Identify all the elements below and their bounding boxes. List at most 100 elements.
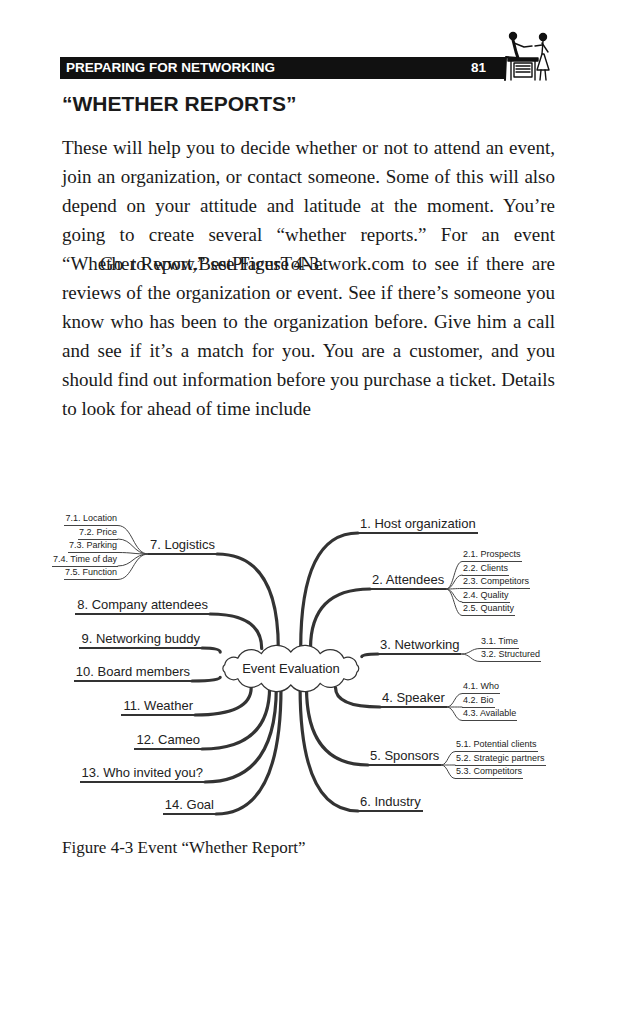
node-text: 9. Networking buddy: [81, 631, 200, 646]
node-text: 2.3. Competitors: [463, 576, 529, 587]
node-text: 7. Logistics: [150, 537, 215, 552]
branch-label: 14. Goal: [163, 797, 216, 815]
branch-line: [336, 688, 381, 708]
branch-line: [446, 589, 462, 616]
sub-branch-label: 2.1. Prospects: [462, 549, 522, 562]
branch-label: 3. Networking: [378, 637, 461, 655]
node-text: 3.1. Time: [481, 636, 518, 647]
sub-branch-label: 7.1. Location: [64, 513, 118, 526]
node-text: 7.5. Function: [65, 567, 117, 578]
node-text: 4.1. Who: [463, 681, 499, 692]
node-text: 10. Board members: [76, 664, 190, 679]
node-text: 14. Goal: [165, 797, 214, 812]
sub-branch-label: 3.1. Time: [480, 636, 519, 649]
cloud-shape: [223, 645, 359, 691]
branch-label: 8. Company attendees: [75, 597, 210, 615]
branch-line: [311, 589, 371, 649]
branch-line: [362, 654, 378, 657]
node-text: 1. Host organization: [360, 516, 476, 531]
branch-line: [202, 648, 220, 652]
branch-line: [441, 765, 455, 779]
node-text: 12. Cameo: [136, 732, 200, 747]
page-number: 81: [471, 60, 486, 76]
node-text: 7.1. Location: [65, 513, 117, 524]
branch-label: 2. Attendees: [370, 572, 446, 590]
running-head: PREPARING FOR NETWORKING: [66, 60, 275, 76]
branch-label: 13. Who invited you?: [80, 765, 205, 783]
sub-branch-label: 2.5. Quantity: [462, 603, 515, 616]
branch-line: [118, 553, 148, 555]
node-text: 2.4. Quality: [463, 590, 509, 601]
body-paragraph: Go to www.BestPlacesToNetwork.com to see…: [62, 249, 555, 423]
node-text: 3.2. Structured: [481, 649, 540, 660]
node-text: 11. Weather: [123, 698, 193, 713]
branch-line: [217, 554, 278, 649]
sub-branch-label: 5.2. Strategic partners: [455, 753, 546, 766]
branch-line: [447, 694, 462, 708]
branch-label: 4. Speaker: [380, 690, 447, 708]
sub-branch-label: 4.2. Bio: [462, 695, 495, 708]
branch-line: [118, 539, 148, 554]
branch-line: [462, 654, 481, 662]
node-text: 7.3. Parking: [69, 540, 117, 551]
branch-line: [210, 614, 262, 649]
branch-line: [192, 677, 220, 681]
node-text: 4. Speaker: [382, 690, 445, 705]
handshake-icon: [502, 30, 558, 82]
branch-label: 11. Weather: [121, 698, 195, 716]
node-text: 4.2. Bio: [463, 695, 494, 706]
branch-line: [447, 707, 462, 721]
branch-line: [441, 752, 455, 766]
branch-line: [216, 688, 281, 815]
branch-line: [307, 688, 369, 766]
sub-branch-label: 7.4. Time of day: [52, 554, 118, 567]
node-text: 3. Networking: [380, 637, 459, 652]
branch-label: 6. Industry: [358, 794, 423, 812]
branch-label: 5. Sponsors: [368, 748, 441, 766]
section-title: “WHETHER REPORTS”: [62, 92, 297, 116]
sub-branch-label: 7.3. Parking: [68, 540, 118, 553]
sub-branch-label: 2.3. Competitors: [462, 576, 530, 589]
sub-branch-label: 2.4. Quality: [462, 590, 510, 603]
node-text: 2.1. Prospects: [463, 549, 521, 560]
sub-branch-label: 7.5. Function: [64, 567, 118, 580]
branch-line: [195, 688, 251, 716]
node-text: 2.5. Quantity: [463, 603, 514, 614]
node-text: Event Evaluation: [242, 661, 340, 676]
branch-line: [300, 688, 358, 812]
branch-label: 1. Host organization: [358, 516, 478, 534]
node-text: 5.1. Potential clients: [456, 739, 537, 750]
sub-branch-label: 7.2. Price: [78, 527, 118, 540]
branch-line: [118, 554, 148, 566]
node-text: 6. Industry: [360, 794, 421, 809]
branch-label: 10. Board members: [74, 664, 192, 682]
branch-line: [118, 526, 148, 555]
branch-label: 12. Cameo: [134, 732, 202, 750]
node-text: 5.2. Strategic partners: [456, 753, 545, 764]
branch-line: [118, 554, 148, 580]
node-text: 2.2. Clients: [463, 563, 508, 574]
node-text: 5.3. Competitors: [456, 766, 522, 777]
sub-branch-label: 4.3. Available: [462, 708, 517, 721]
node-text: 4.3. Available: [463, 708, 516, 719]
node-text: 8. Company attendees: [77, 597, 208, 612]
branch-label: 9. Networking buddy: [79, 631, 202, 649]
branch-line: [446, 589, 462, 602]
sub-branch-label: 3.2. Structured: [480, 649, 541, 662]
branch-line: [202, 688, 270, 750]
branch-line: [446, 562, 462, 590]
node-text: 5. Sponsors: [370, 748, 439, 763]
branch-label: 7. Logistics: [148, 537, 217, 555]
sub-branch-label: 5.1. Potential clients: [455, 739, 538, 752]
center-cloud: Event Evaluation: [220, 649, 362, 688]
branch-line: [462, 649, 481, 655]
sub-branch-label: 5.3. Competitors: [455, 766, 523, 779]
node-text: 7.2. Price: [79, 527, 117, 538]
sub-branch-label: 2.2. Clients: [462, 563, 509, 576]
sub-branch-label: 4.1. Who: [462, 681, 500, 694]
figure-caption: Figure 4-3 Event “Whether Report”: [62, 838, 306, 858]
node-text: 13. Who invited you?: [82, 765, 203, 780]
branch-line: [205, 688, 276, 783]
node-text: 2. Attendees: [372, 572, 444, 587]
branch-line: [446, 575, 462, 589]
